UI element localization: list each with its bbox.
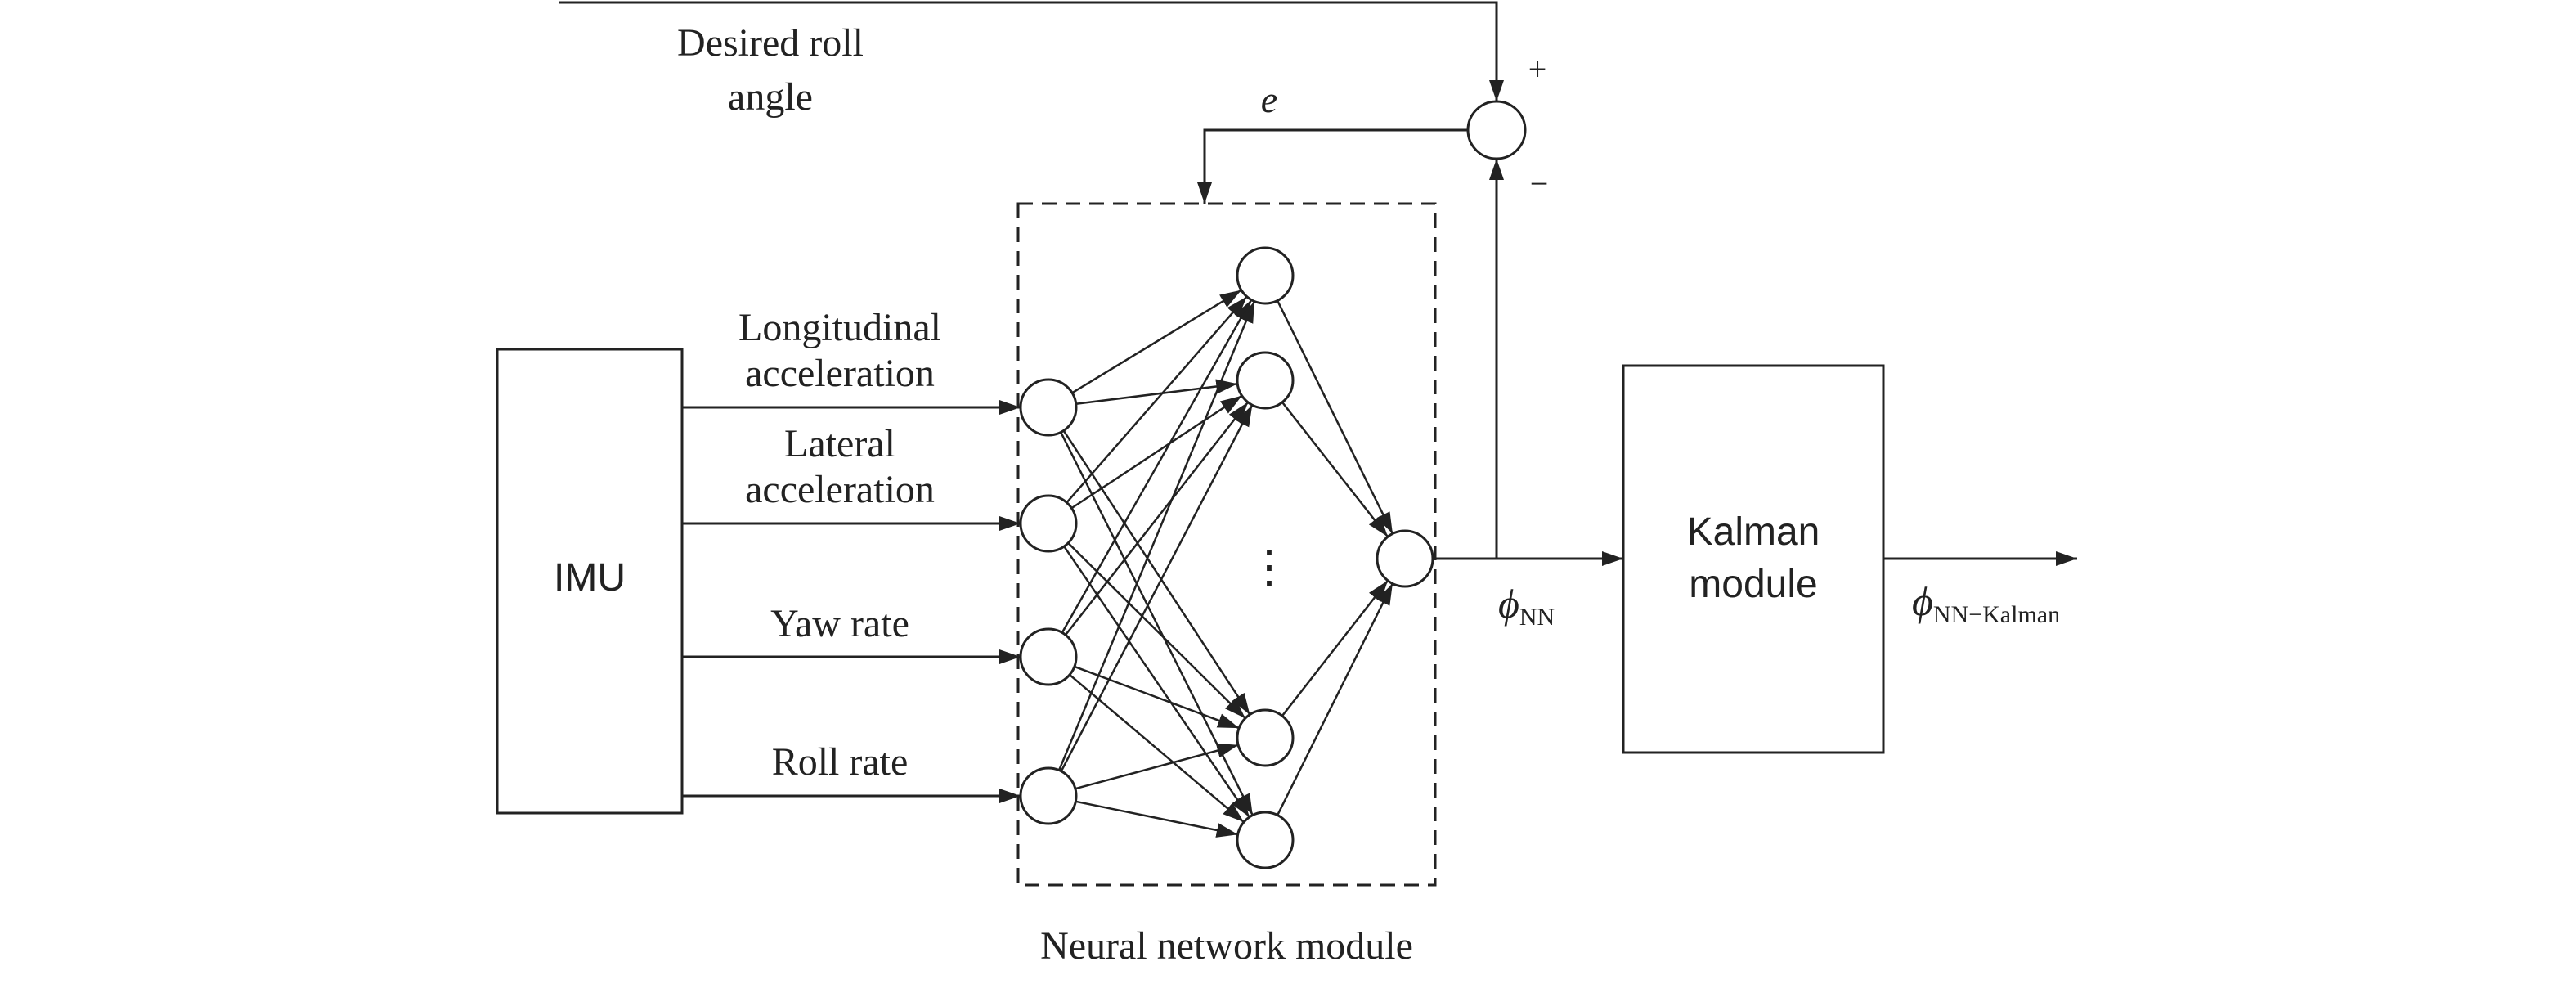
phi-nn-subscript: NN [1519, 604, 1555, 631]
connection-hidden-4-output [1277, 582, 1393, 816]
phi-out-subscript: NN−Kalman [1933, 601, 2060, 628]
input-label-lateral-2: acceleration [745, 468, 935, 511]
plus-sign: + [1528, 51, 1547, 88]
connection-input-4-hidden-1 [1057, 300, 1256, 771]
network-connections [1057, 289, 1394, 838]
error-arrow [1197, 128, 1468, 204]
error-label: e [1261, 79, 1277, 120]
hidden-ellipsis: ⋮ [1246, 542, 1292, 593]
hidden-neuron-1 [1236, 246, 1295, 305]
input-label-lateral-1: Lateral [784, 422, 895, 465]
kalman-label-2: module [1689, 563, 1817, 606]
reference-line [559, 1, 1504, 101]
network-neurons [1019, 246, 1434, 869]
phi-nn-label: ϕNN [1498, 581, 1555, 631]
connection-input-4-hidden-2 [1060, 404, 1254, 772]
phi-out-label: ϕNN−Kalman [1912, 578, 2060, 628]
input-neuron-2 [1019, 494, 1078, 553]
hidden-neuron-3 [1236, 708, 1295, 767]
connection-input-3-hidden-1 [1061, 299, 1253, 634]
connection-input-2-hidden-2 [1070, 394, 1243, 510]
neural-network-label: Neural network module [1040, 924, 1413, 968]
connection-input-3-hidden-2 [1064, 401, 1250, 636]
input-label-yaw: Yaw rate [770, 602, 909, 645]
neural-network-box [1016, 202, 1437, 887]
minus-sign: − [1530, 165, 1549, 202]
connection-input-4-hidden-4 [1075, 800, 1238, 838]
input-neuron-4 [1019, 766, 1078, 825]
imu-label: IMU [554, 556, 626, 600]
hidden-neuron-2 [1236, 351, 1295, 410]
connection-input-3-hidden-3 [1074, 665, 1240, 730]
input-neuron-1 [1019, 378, 1078, 437]
phi-nn-symbol: ϕ [1498, 581, 1519, 627]
phi-out-symbol: ϕ [1912, 578, 1933, 624]
connection-input-1-hidden-4 [1060, 431, 1254, 816]
kalman-block [1622, 364, 1885, 754]
reference-label-1: Desired roll [677, 21, 864, 65]
input-neuron-3 [1019, 627, 1078, 686]
imu-block [496, 348, 684, 815]
connection-input-2-hidden-4 [1063, 546, 1250, 818]
connection-input-2-hidden-3 [1067, 542, 1246, 719]
input-label-longitudinal-1: Longitudinal [738, 306, 941, 349]
input-label-longitudinal-2: acceleration [745, 352, 935, 395]
connection-hidden-1-output [1276, 299, 1394, 535]
connection-hidden-2-output [1281, 401, 1389, 538]
hidden-neuron-4 [1236, 811, 1295, 869]
input-label-roll: Roll rate [772, 740, 909, 784]
connection-input-2-hidden-1 [1066, 295, 1248, 504]
connection-input-4-hidden-3 [1075, 743, 1239, 790]
connection-input-1-hidden-3 [1062, 429, 1251, 716]
reference-label-2: angle [728, 75, 813, 119]
kalman-label-1: Kalman [1687, 510, 1820, 554]
summing-junction [1466, 100, 1527, 160]
connection-input-1-hidden-2 [1075, 379, 1238, 406]
connection-input-1-hidden-1 [1071, 289, 1242, 394]
output-neuron [1376, 529, 1434, 588]
connection-hidden-3-output [1281, 580, 1389, 717]
